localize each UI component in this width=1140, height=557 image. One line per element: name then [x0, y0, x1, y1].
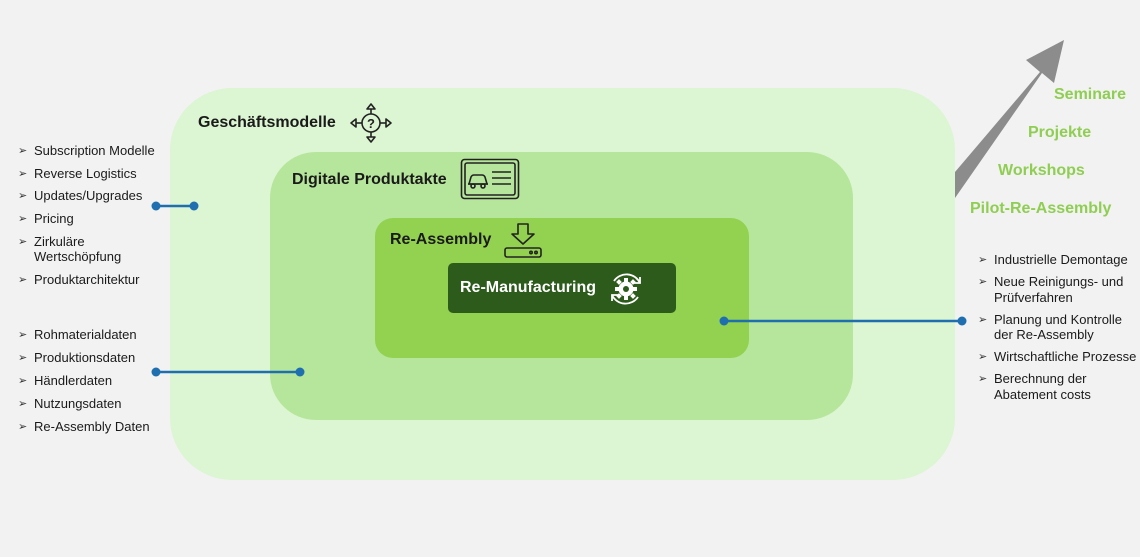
business-models-list: Subscription Modelle Reverse Logistics U…	[18, 143, 168, 295]
list-item: Rohmaterialdaten	[18, 327, 168, 343]
connector-reassembly-topics	[719, 316, 967, 326]
list-item: Händlerdaten	[18, 373, 168, 389]
list-item: Updates/Upgrades	[18, 188, 168, 204]
list-item: Re-Assembly Daten	[18, 419, 168, 435]
list-item: Produktionsdaten	[18, 350, 168, 366]
activity-label: Projekte	[1028, 124, 1092, 141]
list-item: Reverse Logistics	[18, 166, 168, 182]
produktakte-title: Digitale Produktakte	[292, 171, 447, 188]
list-item: Produktarchitektur	[18, 272, 168, 288]
remanufacturing-layer	[448, 263, 676, 313]
geschaeftsmodelle-title: Geschäftsmodelle	[198, 114, 336, 131]
svg-text:?: ?	[367, 116, 375, 131]
reassembly-topics-list: Industrielle Demontage Neue Reinigungs- …	[978, 252, 1138, 409]
list-item: Planung und Kontrolle der Re-Assembly	[978, 312, 1138, 343]
list-item: Neue Reinigungs- und Prüfverfahren	[978, 274, 1138, 305]
list-item: Zirkuläre Wertschöpfung	[18, 234, 168, 265]
growth-arrow	[955, 40, 1064, 198]
list-item: Industrielle Demontage	[978, 252, 1138, 268]
id-card-car-icon	[460, 158, 520, 200]
list-item: Berechnung der Abatement costs	[978, 371, 1138, 402]
connector-business-models	[151, 201, 199, 211]
compass-question-icon: ?	[350, 103, 392, 143]
remanufacturing-title: Re-Manufacturing	[460, 279, 596, 296]
data-types-list: Rohmaterialdaten Produktionsdaten Händle…	[18, 327, 168, 442]
download-tray-icon	[504, 223, 542, 258]
list-item: Pricing	[18, 211, 168, 227]
list-item: Subscription Modelle	[18, 143, 168, 159]
reassembly-title: Re-Assembly	[390, 231, 492, 248]
list-item: Wirtschaftliche Prozesse	[978, 349, 1138, 365]
activity-label: Seminare	[1054, 86, 1127, 103]
activity-label: Pilot-Re-Assembly	[970, 200, 1112, 217]
list-item: Nutzungsdaten	[18, 396, 168, 412]
gear-cycle-icon	[611, 273, 641, 305]
activity-label: Workshops	[998, 162, 1085, 179]
connector-data-types	[151, 367, 305, 377]
